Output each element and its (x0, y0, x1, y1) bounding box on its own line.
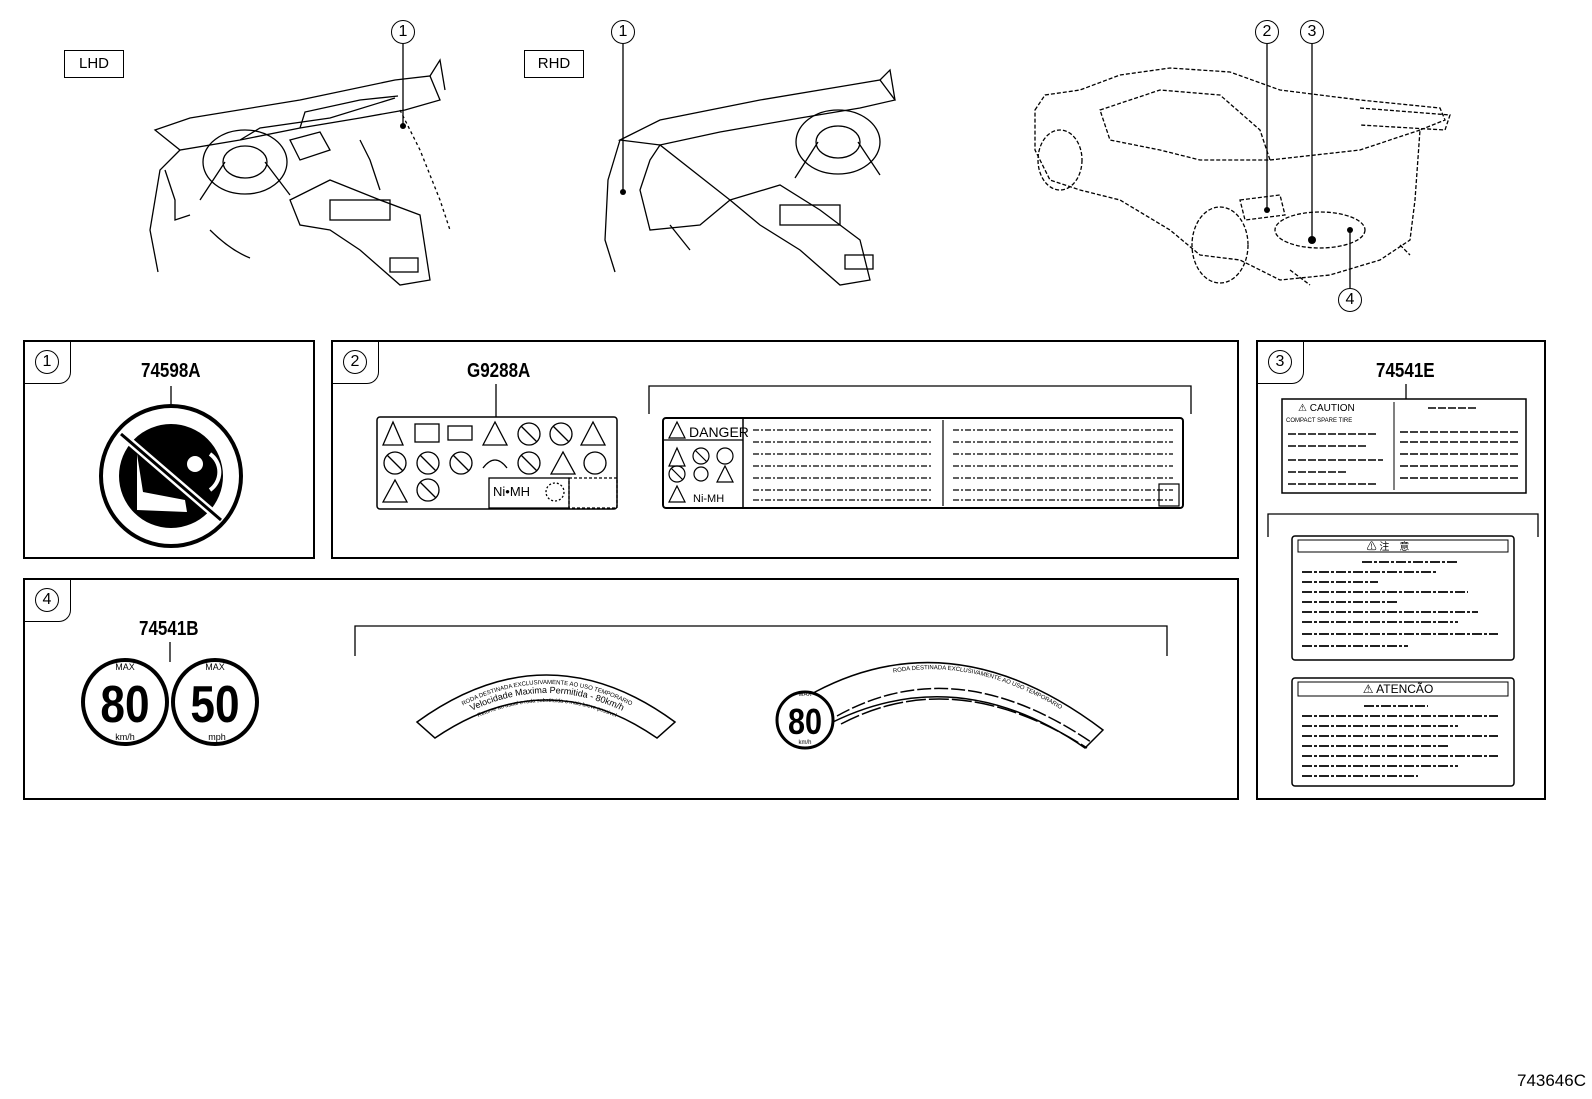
airbag-warning-icon: AIRBAG (99, 386, 243, 548)
part-number-74598a: 74598A (141, 360, 201, 382)
svg-text:⚠ ATENCÃO: ⚠ ATENCÃO (1363, 682, 1434, 696)
part-number-74541e: 74541E (1376, 360, 1435, 382)
panel-3-spare-tire-label: 3 74541E ⚠ CAUTION COMPACT SPARE TIRE ⚠ … (1256, 340, 1546, 800)
jp-caution-heading: 注 意 (1379, 540, 1409, 553)
max-label-mph: MAX (205, 662, 225, 672)
danger-heading: DANGER (689, 424, 749, 440)
kmh-unit-small: km/h (798, 740, 811, 746)
part-number-74541b: 74541B (139, 618, 199, 640)
ni-mh-mark: Ni•MH (493, 484, 530, 499)
panel-1-number: 1 (35, 350, 59, 374)
svg-text:⚠ 注 意: ⚠ 注 意 (1367, 540, 1410, 553)
callout-2-car: 2 (1255, 20, 1279, 44)
panel-3-number: 3 (1268, 350, 1292, 374)
lhd-tag: LHD (64, 50, 124, 78)
max-label-small: MAX (798, 692, 811, 698)
speed-80-small: 80 (788, 703, 822, 743)
mph-unit: mph (208, 732, 226, 742)
kmh-unit: km/h (115, 732, 135, 742)
callout-4-car: 4 (1338, 288, 1362, 312)
speed-80-kmh: 80 (100, 676, 149, 734)
atencao-heading: ATENCÃO (1376, 682, 1433, 696)
caution-heading: CAUTION (1310, 403, 1355, 414)
svg-text:⚠ CAUTION: ⚠ CAUTION (1298, 403, 1355, 414)
lhd-dashboard-illustration (149, 44, 1451, 288)
speed-limit-stickers: MAX 80 km/h MAX 50 mph RODA DESTINADA EX… (81, 625, 1168, 750)
callout-3-car: 3 (1300, 20, 1324, 44)
max-label-kmh: MAX (115, 662, 135, 672)
panel-4-number: 4 (35, 588, 59, 612)
spare-tire-caution-labels: ⚠ CAUTION COMPACT SPARE TIRE ⚠ 注 意 ⚠ ATE… (1267, 384, 1539, 787)
panel-4-speed-limit-label: 4 74541B MAX 80 km/h MAX 50 mph RODA DES… (23, 578, 1239, 800)
callout-1-rhd: 1 (611, 20, 635, 44)
battery-warning-symbols: Ni•MH DANGER N (376, 384, 1192, 510)
ni-mh-mark-alt: Ni-MH (693, 493, 724, 505)
diagram-code: 743646C (1516, 1071, 1586, 1090)
rhd-tag: RHD (524, 50, 584, 78)
compact-spare-text: COMPACT SPARE TIRE (1286, 418, 1352, 424)
speed-50-mph: 50 (190, 676, 239, 734)
panel-2-battery-label: 2 G9288A Ni•MH (331, 340, 1239, 559)
part-number-g9288a: G9288A (467, 360, 531, 382)
callout-1-lhd: 1 (391, 20, 415, 44)
panel-1-airbag-label: 1 74598A AIRBAG (23, 340, 315, 559)
panel-2-number: 2 (343, 350, 367, 374)
